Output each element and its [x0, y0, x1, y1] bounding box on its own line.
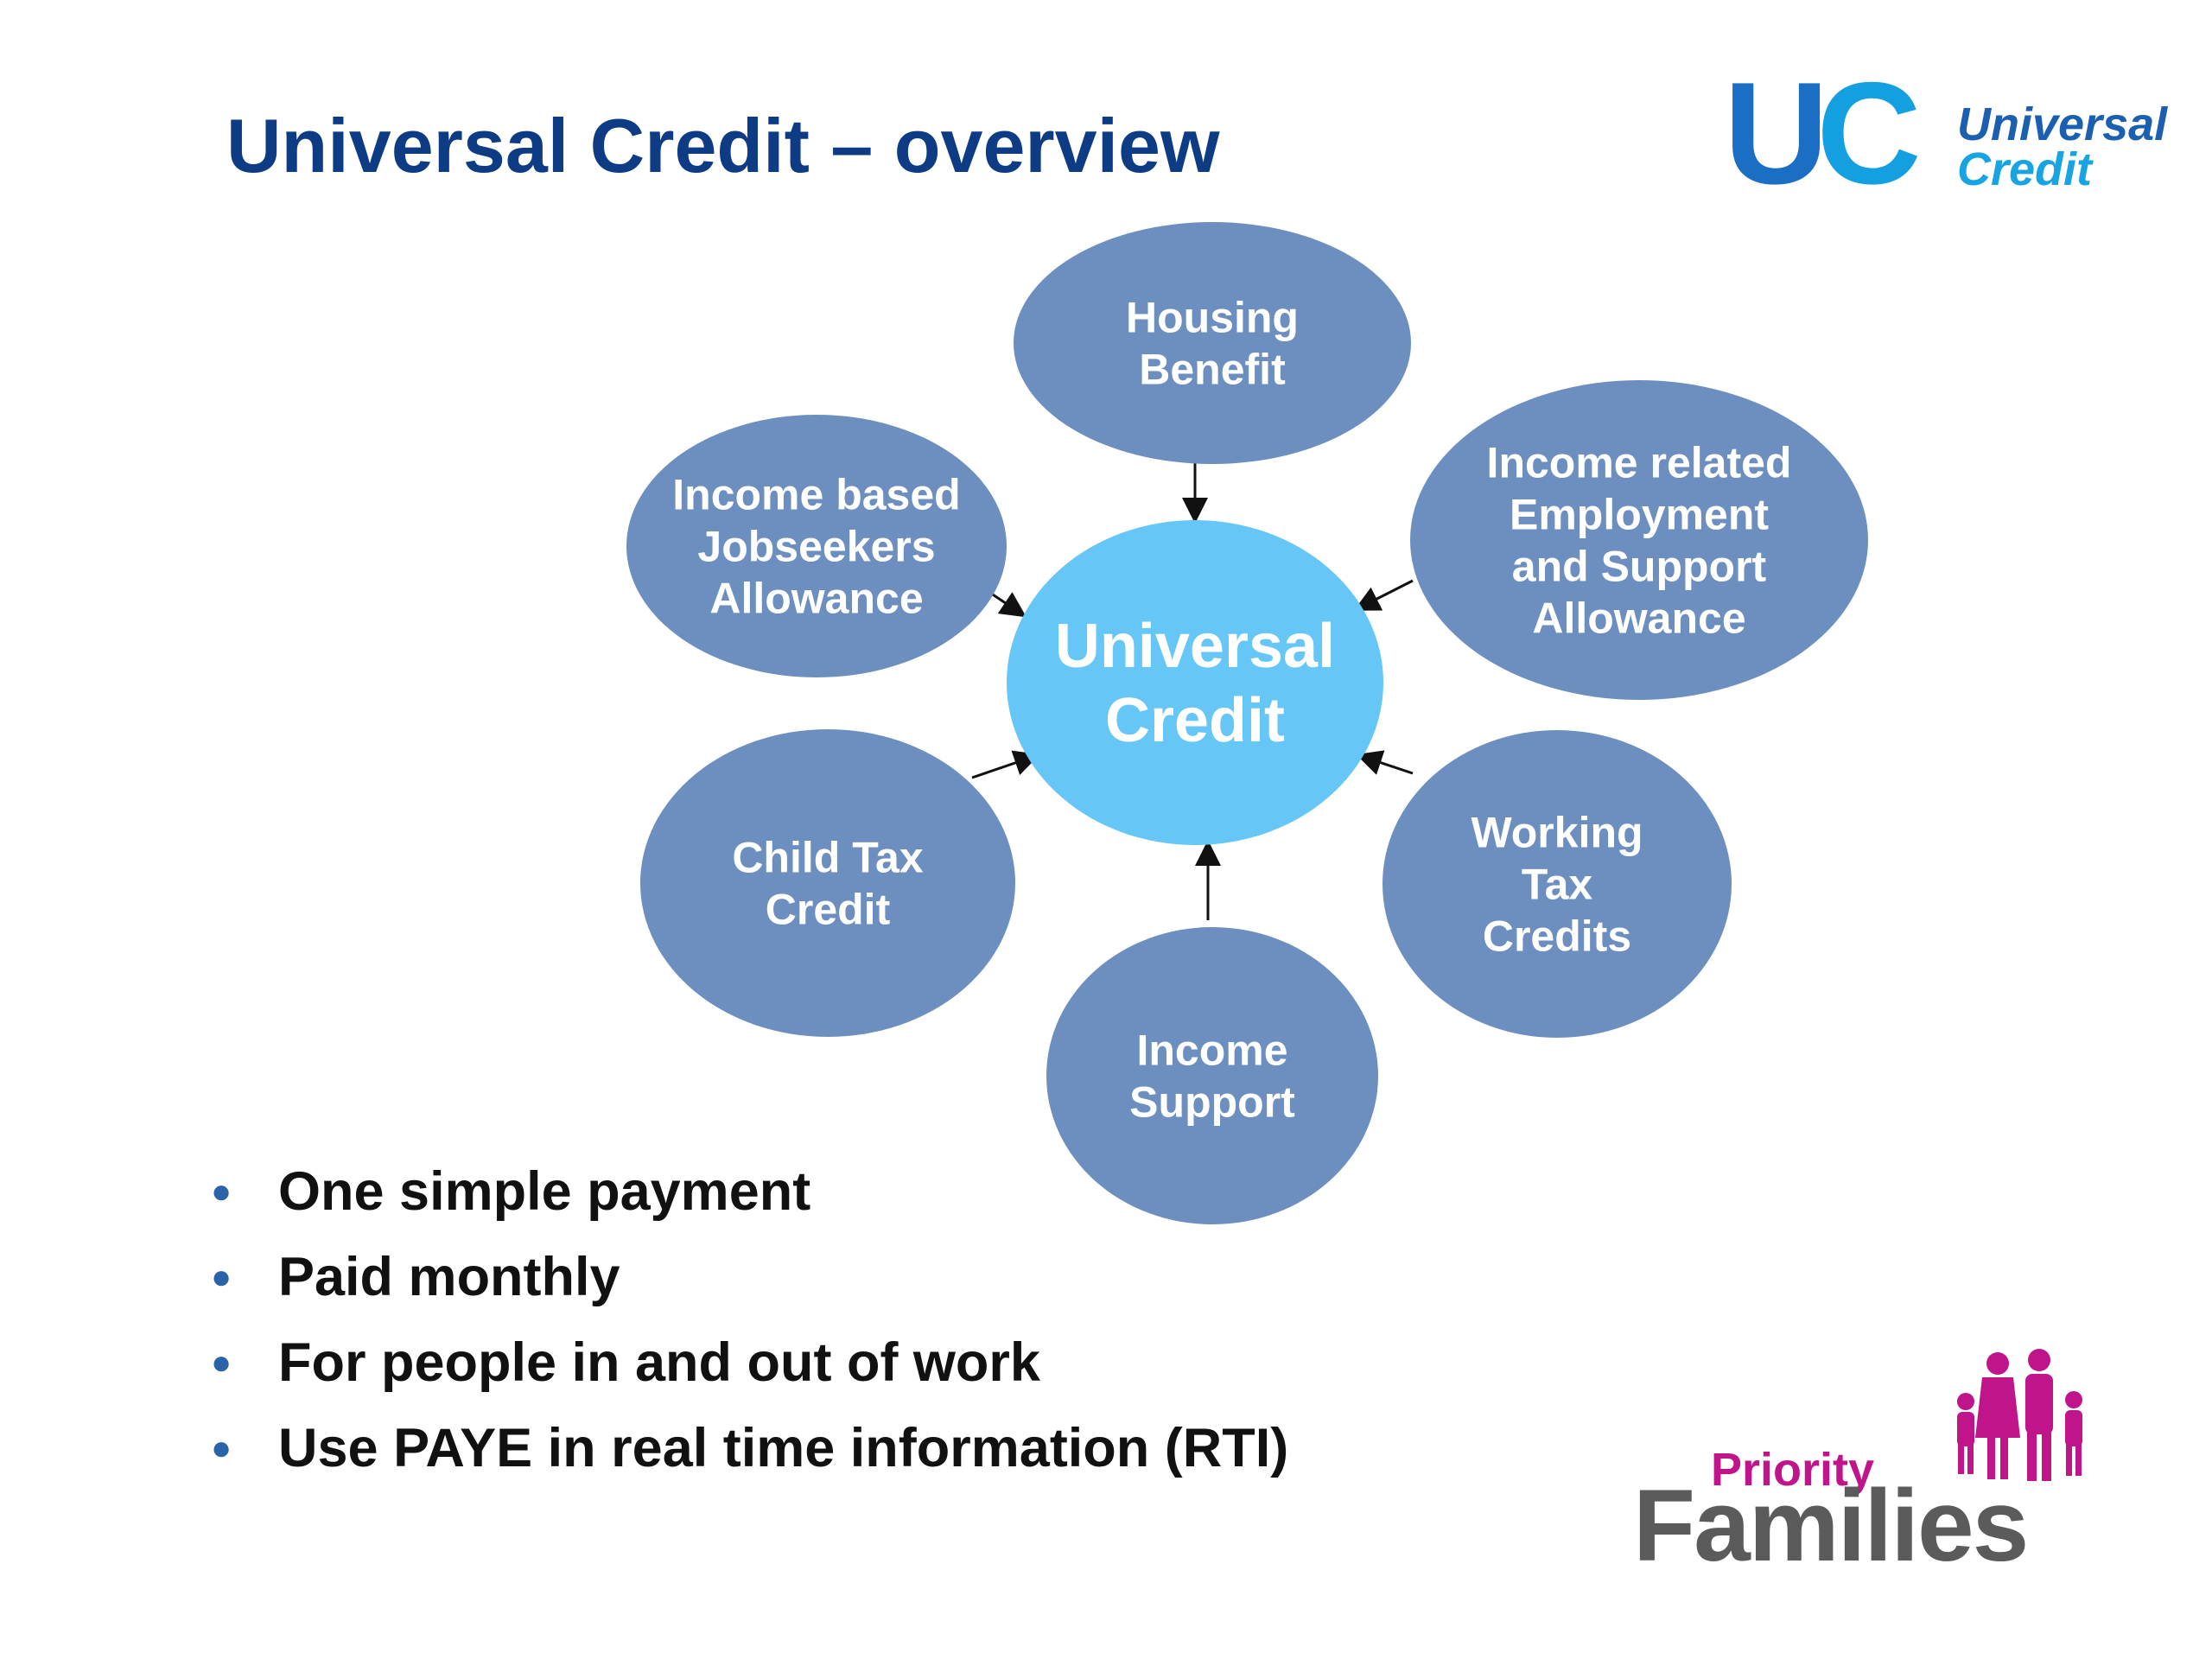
bullet-dot-icon: ●	[211, 1258, 232, 1296]
benefit-label-line: Employment	[1510, 491, 1769, 539]
benefit-label-line: and Support	[1512, 543, 1767, 591]
priority-families-logo: Priority Families	[1633, 1339, 2117, 1583]
bullet-item: ●For people in and out of work	[206, 1320, 1288, 1406]
bullet-dot-icon: ●	[211, 1344, 232, 1382]
arrow	[1353, 579, 1414, 611]
benefit-label-line: Jobseekers	[697, 523, 935, 571]
uc-logo-wordmark: Universal Credit	[1957, 99, 2168, 195]
bullet-item: ●Use PAYE in real time information (RTI)	[206, 1406, 1288, 1491]
bullet-list: ●One simple payment ●Paid monthly ●For p…	[206, 1149, 1288, 1491]
benefit-ellipse	[626, 415, 1007, 677]
benefit-ellipse	[1014, 222, 1411, 464]
center-label-line: Credit	[1105, 686, 1285, 755]
benefit-label-line: Income based	[672, 471, 960, 519]
benefit-label-line: Child Tax	[732, 834, 924, 882]
benefit-label-line: Housing	[1126, 294, 1299, 342]
bullet-dot-icon: ●	[211, 1429, 232, 1467]
family-figures-icon	[1957, 1349, 2082, 1481]
uc-logo-mark: UC	[1724, 52, 1922, 214]
center-ellipse	[1007, 520, 1383, 845]
slide-title: Universal Credit – overview	[226, 103, 1220, 188]
benefit-label-line: Credit	[766, 886, 891, 934]
uc-logo-word-credit: Credit	[1957, 143, 2093, 195]
benefit-label-line: Benefit	[1139, 346, 1286, 394]
benefit-label-line: Tax	[1522, 861, 1593, 909]
bullet-item: ●Paid monthly	[206, 1235, 1288, 1320]
benefit-ellipse	[640, 729, 1015, 1037]
benefit-label-line: Income	[1136, 1027, 1287, 1075]
benefit-label-line: Allowance	[1532, 594, 1745, 643]
bullet-item: ●One simple payment	[206, 1149, 1288, 1235]
benefit-ellipse	[1046, 927, 1378, 1224]
center-label-line: Universal	[1055, 612, 1335, 681]
benefit-label-line: Allowance	[709, 575, 923, 623]
benefit-ellipse	[1410, 380, 1868, 700]
universal-credit-logo: UC Universal Credit	[1724, 60, 2190, 206]
benefit-ellipse	[1382, 730, 1732, 1038]
benefit-label-line: Income related	[1487, 439, 1792, 487]
priority-word: Priority	[1711, 1444, 1875, 1496]
arrow	[1356, 750, 1414, 775]
benefit-label-line: Support	[1129, 1078, 1295, 1127]
arrow	[971, 750, 1040, 779]
families-word: Families	[1633, 1469, 2029, 1583]
benefit-label-line: Working	[1471, 809, 1643, 857]
benefit-label-line: Credits	[1483, 912, 1631, 961]
bullet-dot-icon: ●	[211, 1173, 232, 1211]
uc-logo-word-universal: Universal	[1957, 99, 2168, 150]
